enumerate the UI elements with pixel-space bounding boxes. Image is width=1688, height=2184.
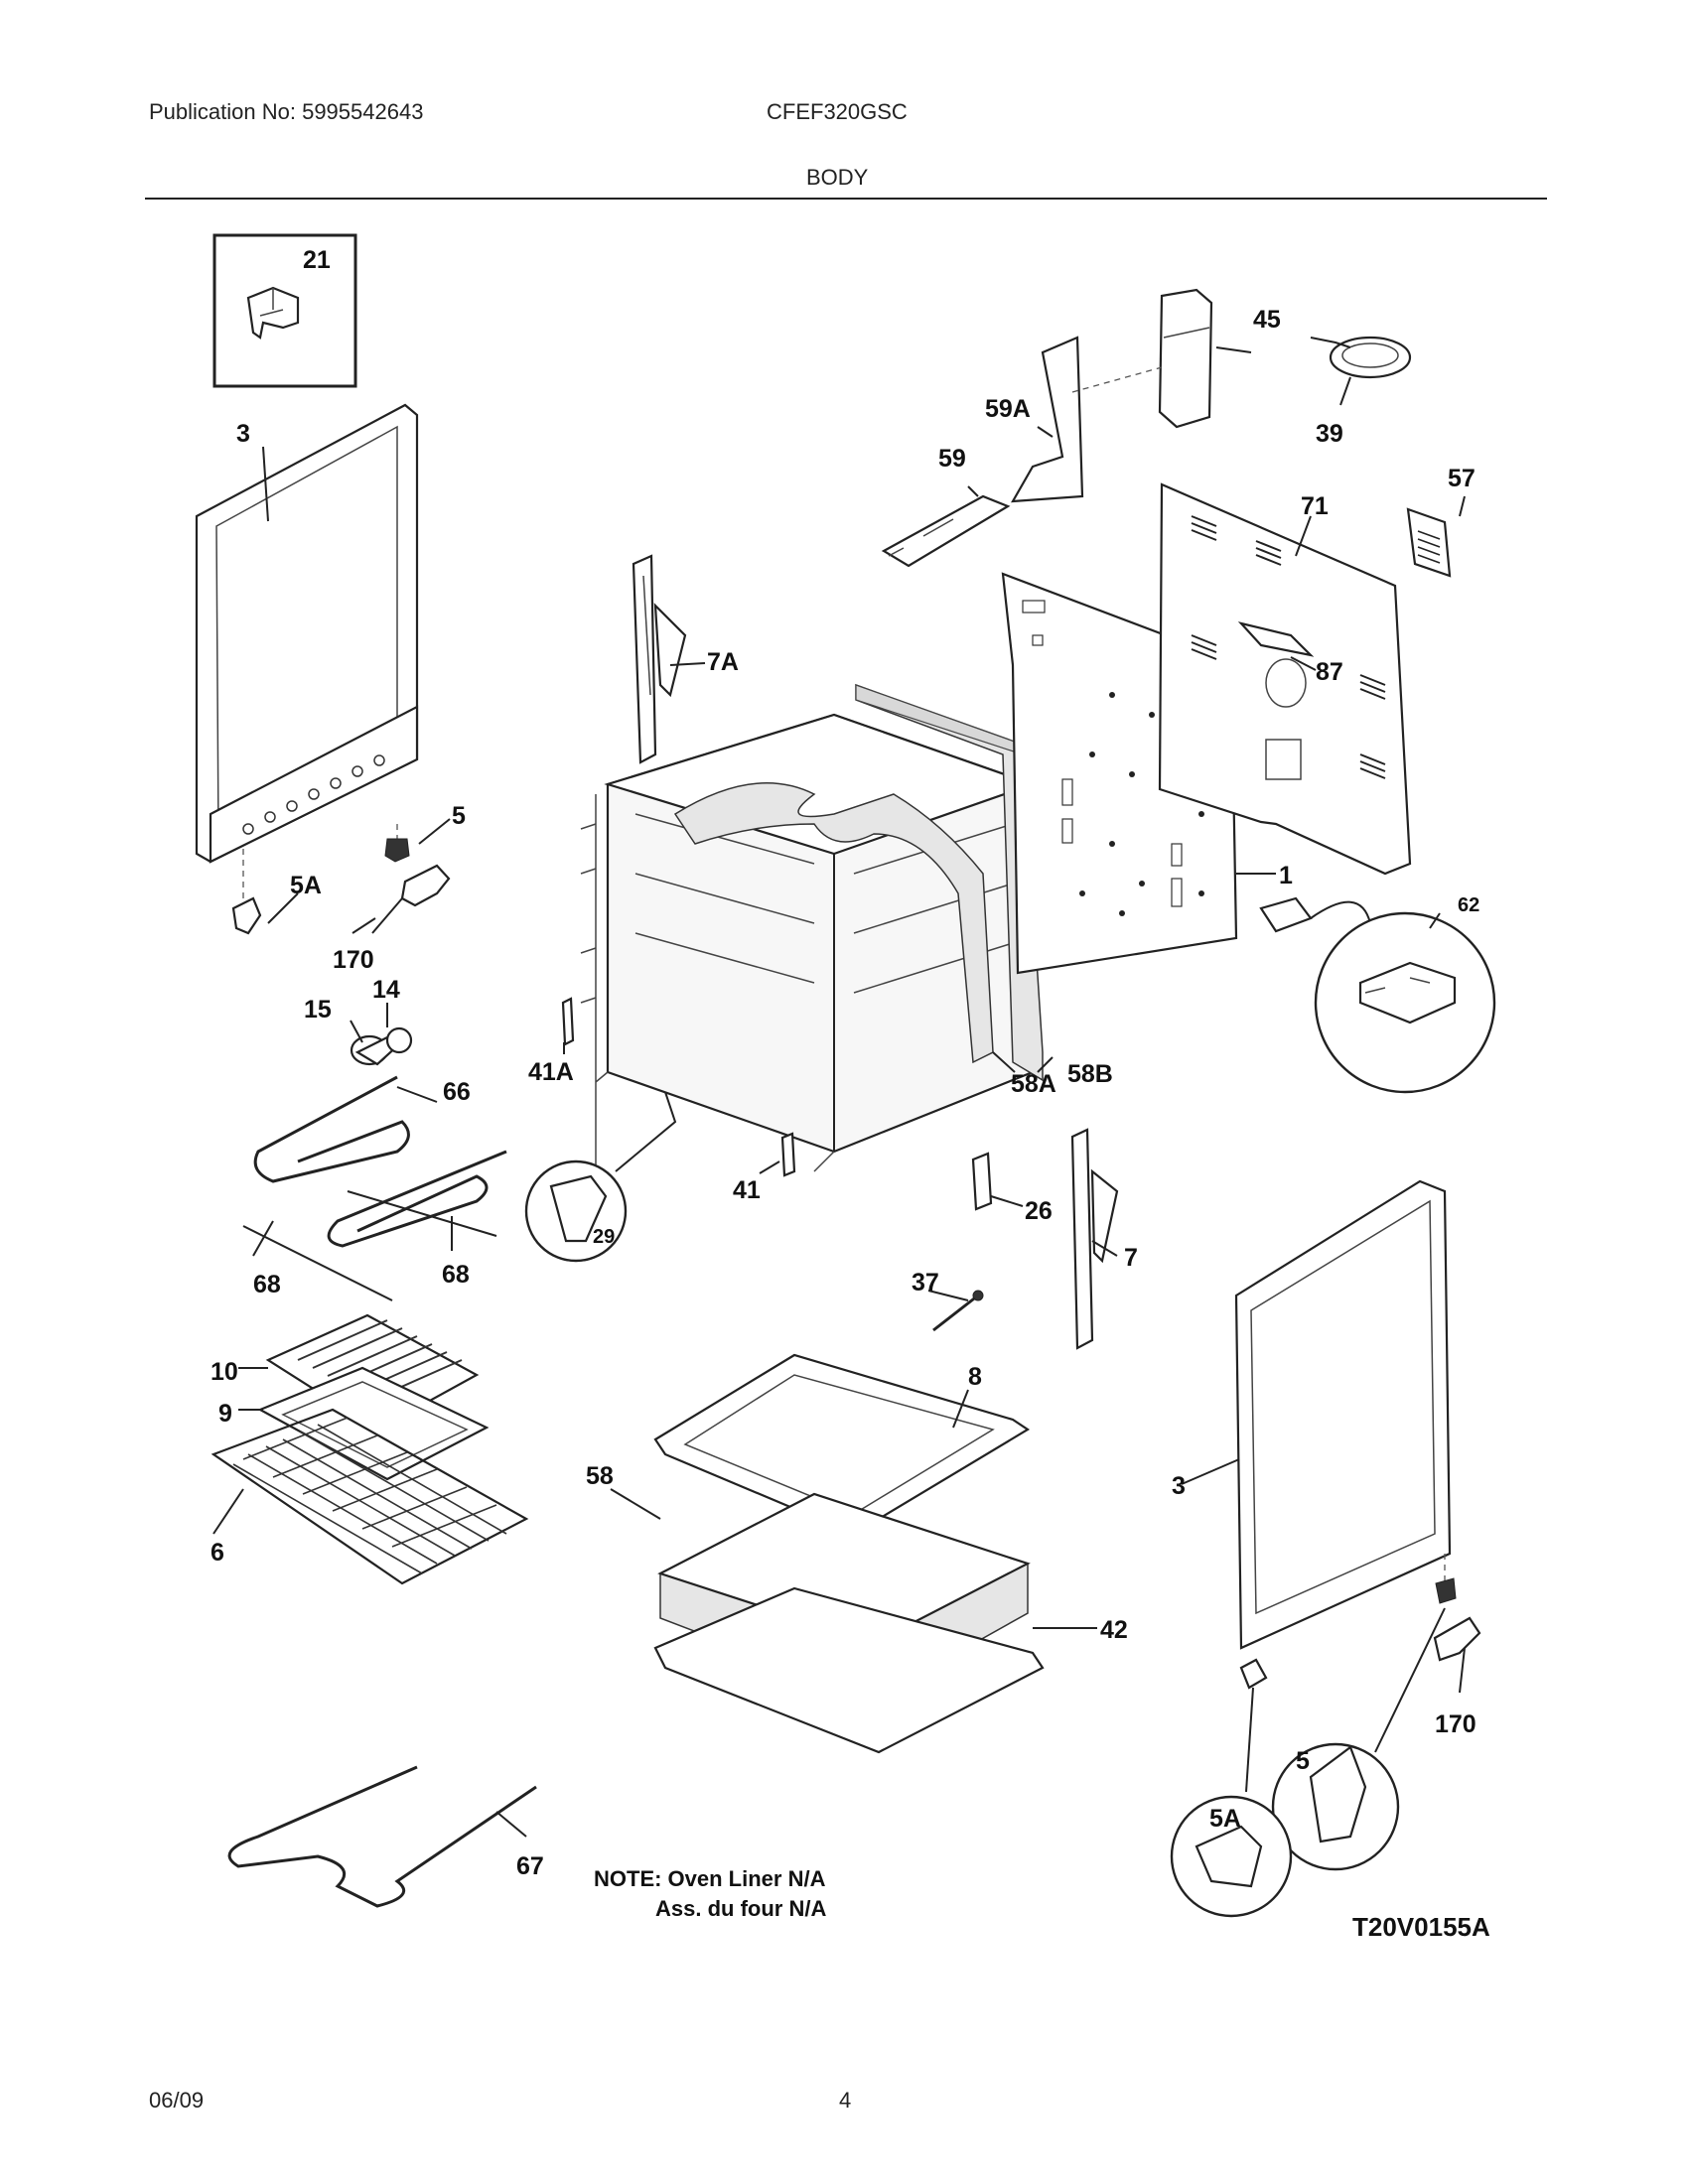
model-number: CFEF320GSC bbox=[767, 99, 908, 124]
terminal-block-62 bbox=[1259, 896, 1496, 1094]
callout-42: 42 bbox=[1100, 1616, 1128, 1644]
callout-9: 9 bbox=[218, 1400, 232, 1428]
bake-element-67 bbox=[227, 1765, 537, 1908]
broil-pan-and-rack bbox=[211, 1313, 529, 1585]
callout-6: 6 bbox=[211, 1539, 224, 1567]
top-parts bbox=[881, 288, 1412, 568]
callout-39: 39 bbox=[1316, 420, 1343, 448]
callout-59a: 59A bbox=[985, 395, 1031, 423]
callout-5a-right: 5A bbox=[1209, 1805, 1241, 1833]
callout-58b: 58B bbox=[1067, 1060, 1113, 1088]
callout-58: 58 bbox=[586, 1462, 614, 1490]
heating-elements bbox=[242, 1075, 507, 1301]
callout-67: 67 bbox=[516, 1852, 544, 1880]
inset-29 bbox=[524, 1091, 677, 1263]
callout-29: 29 bbox=[593, 1226, 615, 1248]
callout-14: 14 bbox=[372, 976, 400, 1004]
callout-87: 87 bbox=[1316, 658, 1343, 686]
callout-3-right: 3 bbox=[1172, 1472, 1186, 1500]
part-21-inset bbox=[212, 233, 357, 388]
callout-37: 37 bbox=[912, 1269, 939, 1297]
callout-68-right: 68 bbox=[442, 1261, 470, 1289]
sensor-37 bbox=[932, 1290, 984, 1332]
callout-7a: 7A bbox=[707, 648, 739, 676]
callout-3-left: 3 bbox=[236, 420, 250, 448]
header-rule bbox=[145, 198, 1547, 200]
callout-1: 1 bbox=[1279, 862, 1293, 889]
left-leveling-parts bbox=[231, 824, 451, 1066]
note-line-1: NOTE: Oven Liner N/A bbox=[594, 1866, 826, 1891]
callout-5a-left: 5A bbox=[290, 872, 322, 899]
note-line-2: Ass. du four N/A bbox=[655, 1896, 826, 1921]
callout-170-left: 170 bbox=[333, 946, 374, 974]
callout-21: 21 bbox=[303, 246, 331, 274]
callout-71: 71 bbox=[1301, 492, 1329, 520]
callout-5-right: 5 bbox=[1296, 1747, 1310, 1775]
callout-8: 8 bbox=[968, 1363, 982, 1391]
callout-7: 7 bbox=[1124, 1244, 1138, 1272]
callout-57: 57 bbox=[1448, 465, 1476, 492]
callout-26: 26 bbox=[1025, 1197, 1053, 1225]
callout-59: 59 bbox=[938, 445, 966, 473]
diagram-code: T20V0155A bbox=[1352, 1912, 1490, 1942]
callout-170-right: 170 bbox=[1435, 1710, 1477, 1738]
brackets bbox=[561, 997, 1119, 1350]
callout-68-left: 68 bbox=[253, 1271, 281, 1298]
callout-66: 66 bbox=[443, 1078, 471, 1106]
oven-cavity bbox=[580, 713, 1037, 1181]
callout-41: 41 bbox=[733, 1176, 761, 1204]
section-title: BODY bbox=[806, 165, 869, 190]
footer-page-number: 4 bbox=[839, 2088, 852, 2113]
callout-45: 45 bbox=[1253, 306, 1281, 334]
footer-date: 06/09 bbox=[149, 2088, 205, 2113]
right-leveling-parts bbox=[1170, 1554, 1481, 1918]
callout-15: 15 bbox=[304, 996, 332, 1024]
callout-10: 10 bbox=[211, 1358, 238, 1386]
publication-number: Publication No: 5995542643 bbox=[149, 99, 424, 124]
lower-panels bbox=[653, 1353, 1045, 1754]
rear-panel-71 bbox=[1158, 482, 1452, 876]
callout-62: 62 bbox=[1458, 894, 1479, 916]
callout-5-left: 5 bbox=[452, 802, 466, 830]
right-side-panel bbox=[1234, 1179, 1452, 1650]
callout-41a: 41A bbox=[528, 1058, 574, 1086]
leader-lines bbox=[212, 346, 1466, 1838]
left-side-panel bbox=[195, 403, 419, 864]
hinge-7a bbox=[632, 554, 687, 764]
callout-58a: 58A bbox=[1011, 1070, 1056, 1098]
